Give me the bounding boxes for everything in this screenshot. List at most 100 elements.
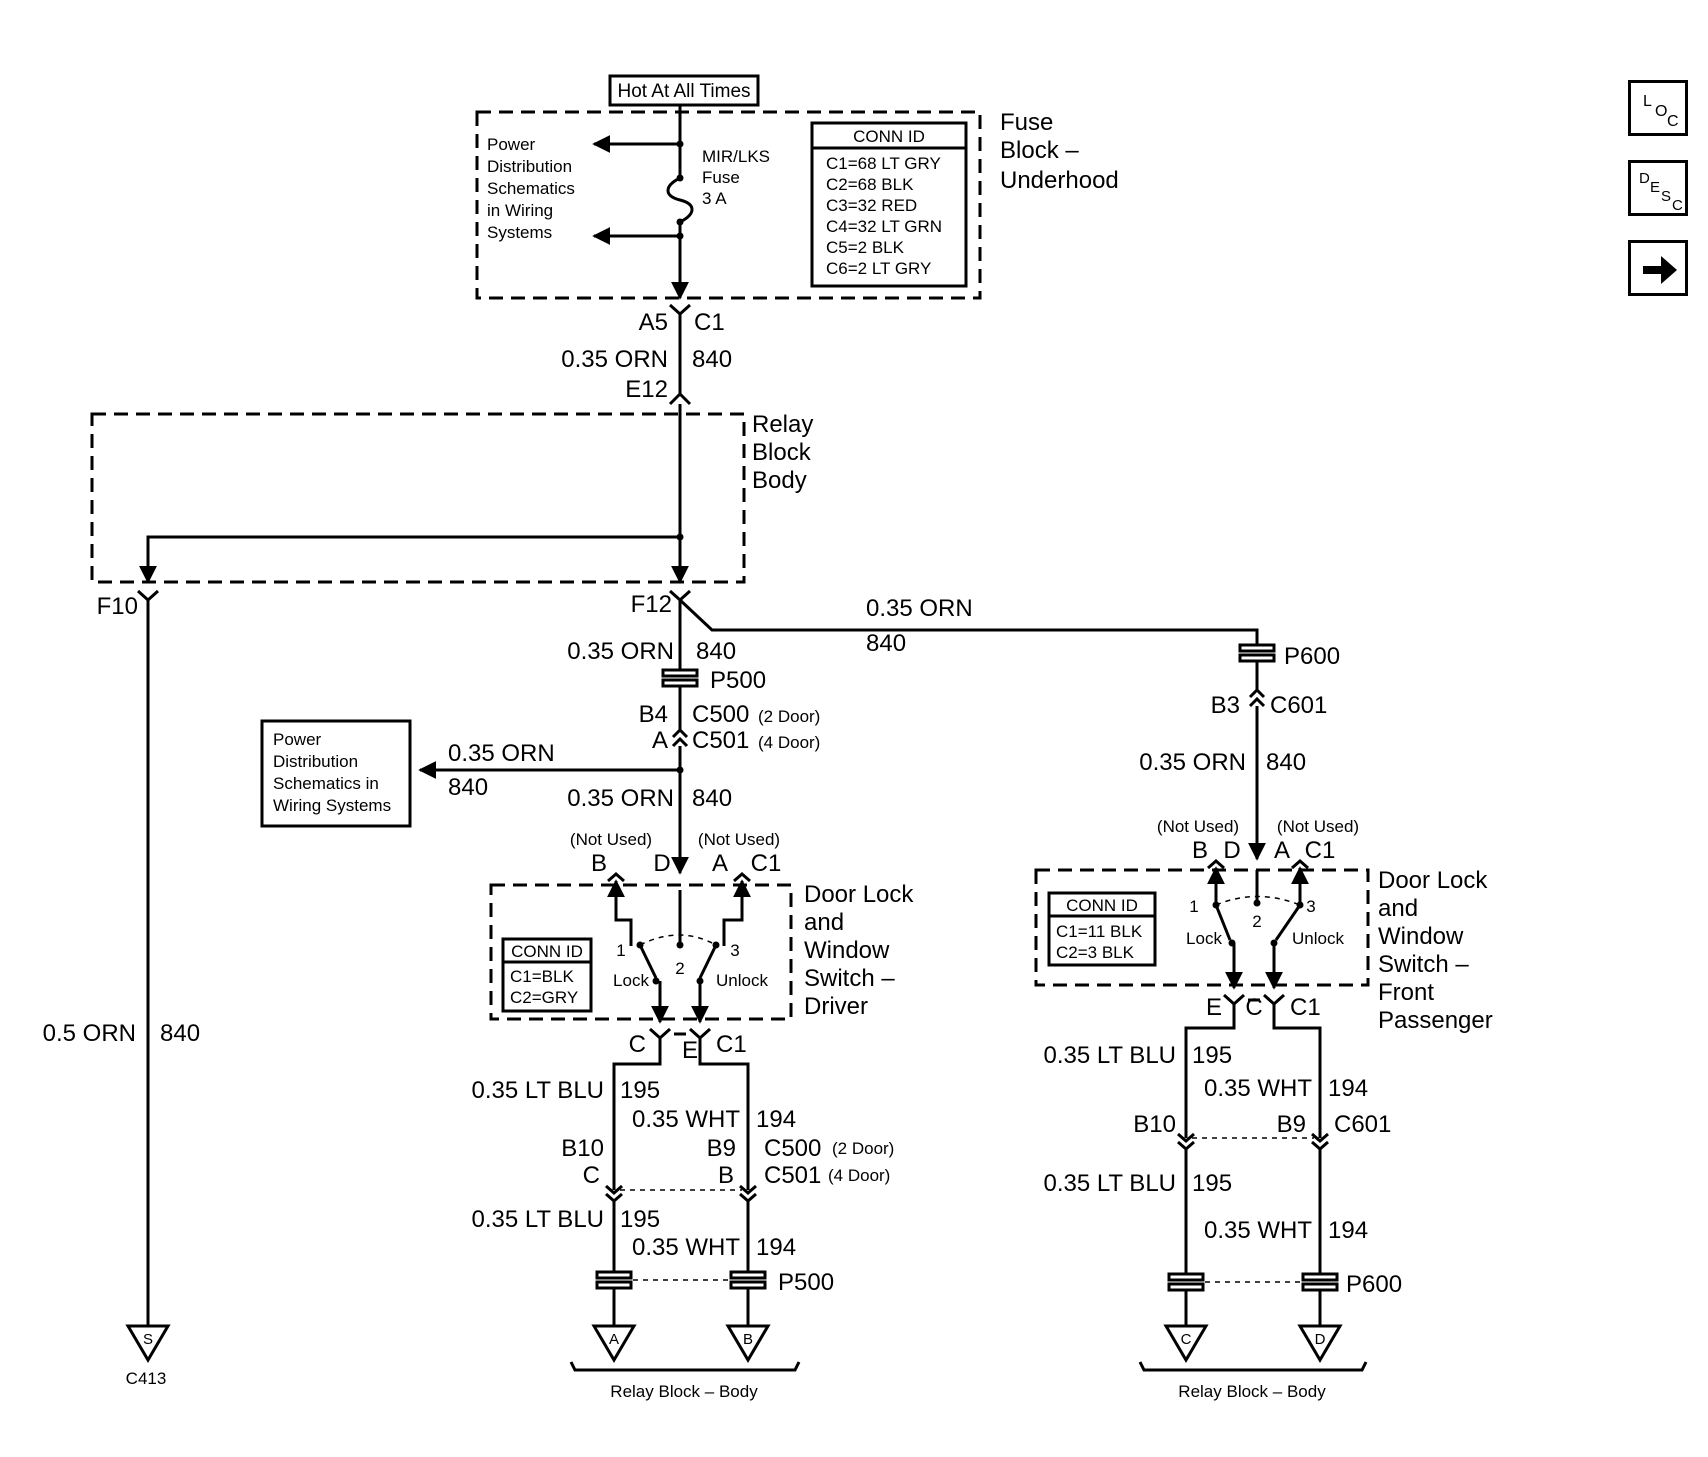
drv-not-used-2: (Not Used)	[698, 830, 780, 849]
drv-dest: Relay Block – Body	[610, 1382, 758, 1401]
drv-pin-a: A	[652, 727, 668, 754]
drv-ground-b-icon	[725, 1324, 771, 1363]
drv-conn-id-rows: C1=BLK C2=GRY	[510, 967, 579, 1007]
loc-icon: L O C	[1643, 93, 1679, 130]
drv-pin-b10: B10	[561, 1135, 604, 1162]
ground-symbol: S	[143, 1331, 153, 1348]
pass-splice-p600: P600	[1284, 643, 1340, 670]
drv-ground-a: A	[609, 1331, 619, 1348]
pass-term-1: 1	[1189, 897, 1198, 916]
drv-pin-c1-top: C1	[751, 850, 782, 877]
pass-wht-gauge-2: 0.35 WHT	[1204, 1217, 1312, 1244]
drv-conn-c500-note: (2 Door)	[758, 707, 820, 726]
pass-conn-c601: C601	[1270, 692, 1327, 719]
drv-wire2-gauge: 0.35 ORN	[567, 785, 674, 812]
pass-pin-c1-top: C1	[1305, 837, 1336, 864]
pin-e12: E12	[625, 376, 668, 403]
drv-pin-c2: C	[583, 1162, 600, 1189]
drv-pin-b2: B	[718, 1162, 734, 1189]
drv-conn-id-title: CONN ID	[511, 942, 583, 961]
pass-splice2: P600	[1346, 1271, 1402, 1298]
next-button[interactable]	[1628, 240, 1688, 296]
drv-splice2: P500	[778, 1269, 834, 1296]
drv-term-2: 2	[675, 959, 684, 978]
relay-block: Relay Block Body	[90, 404, 813, 584]
pass-wht-gauge: 0.35 WHT	[1204, 1075, 1312, 1102]
left-wire-circuit: 840	[160, 1020, 200, 1047]
drv-conn-c500: C500	[692, 701, 749, 728]
svg-text:L: L	[1643, 93, 1652, 110]
pass-lock-label: Lock	[1186, 929, 1222, 948]
desc-button[interactable]: D E S C	[1628, 160, 1688, 216]
svg-text:E: E	[1650, 179, 1660, 196]
drv-unlock-label: Unlock	[716, 971, 768, 990]
pass-term-2: 2	[1252, 912, 1261, 931]
pass-out-c: C	[1245, 994, 1262, 1021]
fuse-block: Hot At All Times Power Distribution Sche…	[475, 74, 1119, 300]
drv-blu-circuit: 195	[620, 1077, 660, 1104]
drv-power-dist-box: Power Distribution Schematics in Wiring …	[273, 730, 391, 815]
drv-pin-a-top: A	[712, 850, 728, 877]
conn-id-rows: C1=68 LT GRY C2=68 BLK C3=32 RED C4=32 L…	[826, 154, 947, 278]
pass-pin-a: A	[1274, 837, 1290, 864]
drv-conn2-c501-note: (4 Door)	[828, 1166, 890, 1185]
drv-switch-name: Door Lock and Window Switch – Driver	[804, 881, 920, 1020]
drv-tap-circuit: 840	[448, 774, 488, 801]
pin-a5: A5	[639, 309, 668, 336]
pass-blu-gauge: 0.35 LT BLU	[1043, 1042, 1176, 1069]
drv-conn2-c500: C500	[764, 1135, 821, 1162]
drv-pin-d: D	[653, 850, 670, 877]
pass-conn-id-title: CONN ID	[1066, 896, 1138, 915]
loc-button[interactable]: L O C	[1628, 80, 1688, 136]
desc-icon: D E S C	[1639, 170, 1683, 214]
drv-wht-circuit-2: 194	[756, 1234, 796, 1261]
pass-pin-b9: B9	[1277, 1111, 1306, 1138]
pass-dest: Relay Block – Body	[1178, 1382, 1326, 1401]
passenger-branch: P600 B3 C601 0.35 ORN 840 (Not Used) (No…	[1034, 643, 1494, 1401]
pass-conn2-c601: C601	[1334, 1111, 1391, 1138]
conn-id-title: CONN ID	[853, 127, 925, 146]
drv-pin-b9: B9	[707, 1135, 736, 1162]
pass-term-3: 3	[1306, 897, 1315, 916]
pass-conn-id-rows: C1=11 BLK C2=3 BLK	[1056, 922, 1147, 962]
drv-conn2-c500-note: (2 Door)	[832, 1139, 894, 1158]
pass-unlock-label: Unlock	[1292, 929, 1344, 948]
fuse-label: MIR/LKS Fuse 3 A	[702, 147, 775, 208]
drv-ground-b: B	[743, 1331, 753, 1348]
pass-out-e: E	[1206, 994, 1222, 1021]
drv-pin-b4: B4	[639, 701, 668, 728]
drv-blu-gauge: 0.35 LT BLU	[471, 1077, 604, 1104]
pass-switch-name: Door Lock and Window Switch – Front Pass…	[1378, 867, 1494, 1034]
drv-blu-circuit-2: 195	[620, 1206, 660, 1233]
drv-pin-b: B	[591, 850, 607, 877]
drv-wire1-circuit: 840	[696, 638, 736, 665]
drv-conn-c501-note: (4 Door)	[758, 733, 820, 752]
pass-pin-b: B	[1192, 837, 1208, 864]
wire-circuit: 840	[692, 346, 732, 373]
pass-ground-d-icon	[1297, 1324, 1343, 1363]
svg-text:S: S	[1661, 188, 1671, 205]
pass-wht-circuit: 194	[1328, 1075, 1368, 1102]
drv-wht-circuit: 194	[756, 1106, 796, 1133]
pass-ground-c: C	[1181, 1331, 1192, 1348]
driver-branch: 0.35 ORN 840 P500 B4 A C500 (2 Door) C50…	[260, 600, 920, 1401]
pass-not-used-1: (Not Used)	[1157, 817, 1239, 836]
pass-blu-circuit-2: 195	[1192, 1170, 1232, 1197]
top-feed: A5 C1 0.35 ORN 840 E12	[561, 303, 732, 406]
drv-not-used-1: (Not Used)	[570, 830, 652, 849]
svg-text:O: O	[1655, 103, 1667, 120]
left-feed: F10 0.5 ORN 840 S C413	[43, 589, 200, 1388]
pin-f12: F12	[631, 591, 672, 618]
drv-wht-gauge-2: 0.35 WHT	[632, 1234, 740, 1261]
ground-label: C413	[126, 1369, 167, 1388]
pass-not-used-2: (Not Used)	[1277, 817, 1359, 836]
power-dist-note: Power Distribution Schematics in Wiring …	[487, 135, 580, 242]
fuse-icon	[666, 176, 694, 224]
drv-wire2-circuit: 840	[692, 785, 732, 812]
pass-out-c1: C1	[1290, 994, 1321, 1021]
pass-ground-c-icon	[1163, 1324, 1209, 1363]
svg-text:D: D	[1639, 170, 1650, 187]
drv-lock-label: Lock	[613, 971, 649, 990]
power-source-label: Hot At All Times	[617, 81, 750, 102]
